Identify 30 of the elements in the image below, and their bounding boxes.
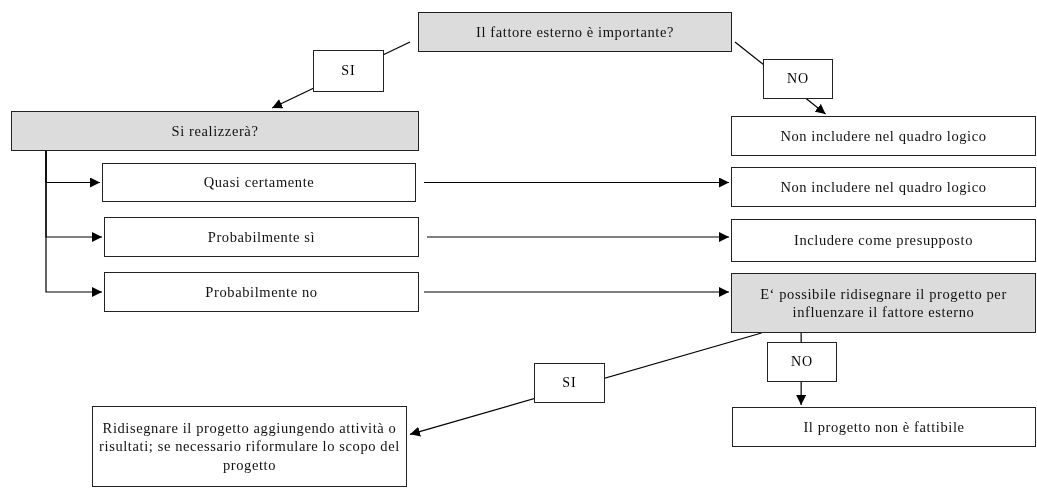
node-text: Non includere nel quadro logico	[780, 177, 987, 197]
arrow	[426, 232, 730, 242]
arrow	[423, 177, 730, 188]
node-text: Il fattore esterno è importante?	[476, 22, 674, 42]
edge-label: SI	[534, 363, 605, 403]
edge-label: NO	[763, 59, 833, 99]
process-box	[104, 272, 419, 312]
node-text: Si realizzerà?	[171, 121, 259, 141]
node-text: Includere come presupposto	[793, 231, 974, 250]
process-box	[104, 217, 419, 257]
arrow	[45, 150, 103, 297]
node-text: Il progetto non è fattibile	[803, 417, 965, 437]
process-box	[731, 116, 1036, 156]
node-text: Quasi certamente	[203, 173, 315, 192]
node-text: E‘ possibile ridisegnare il progetto per influenzare il fattore esterno	[759, 284, 1008, 322]
process-box	[731, 219, 1036, 262]
decision-box	[731, 273, 1036, 333]
node-text: Probabilmente no	[205, 282, 318, 302]
edge-label: SI	[313, 50, 384, 92]
process-box	[102, 163, 416, 202]
arrow	[423, 287, 730, 297]
decision-box	[418, 12, 732, 52]
decision-box	[11, 111, 419, 151]
node-text: Ridisegnare il progetto aggiungendo attività o risultati; se necessario riformulare lo scopo del progetto	[99, 419, 400, 474]
edge-label: NO	[767, 342, 837, 382]
process-box	[732, 407, 1036, 447]
process-box	[731, 167, 1036, 207]
process-box	[92, 406, 407, 487]
node-text: Non includere nel quadro logico	[780, 126, 987, 146]
node-text: Probabilmente sì	[207, 227, 316, 247]
